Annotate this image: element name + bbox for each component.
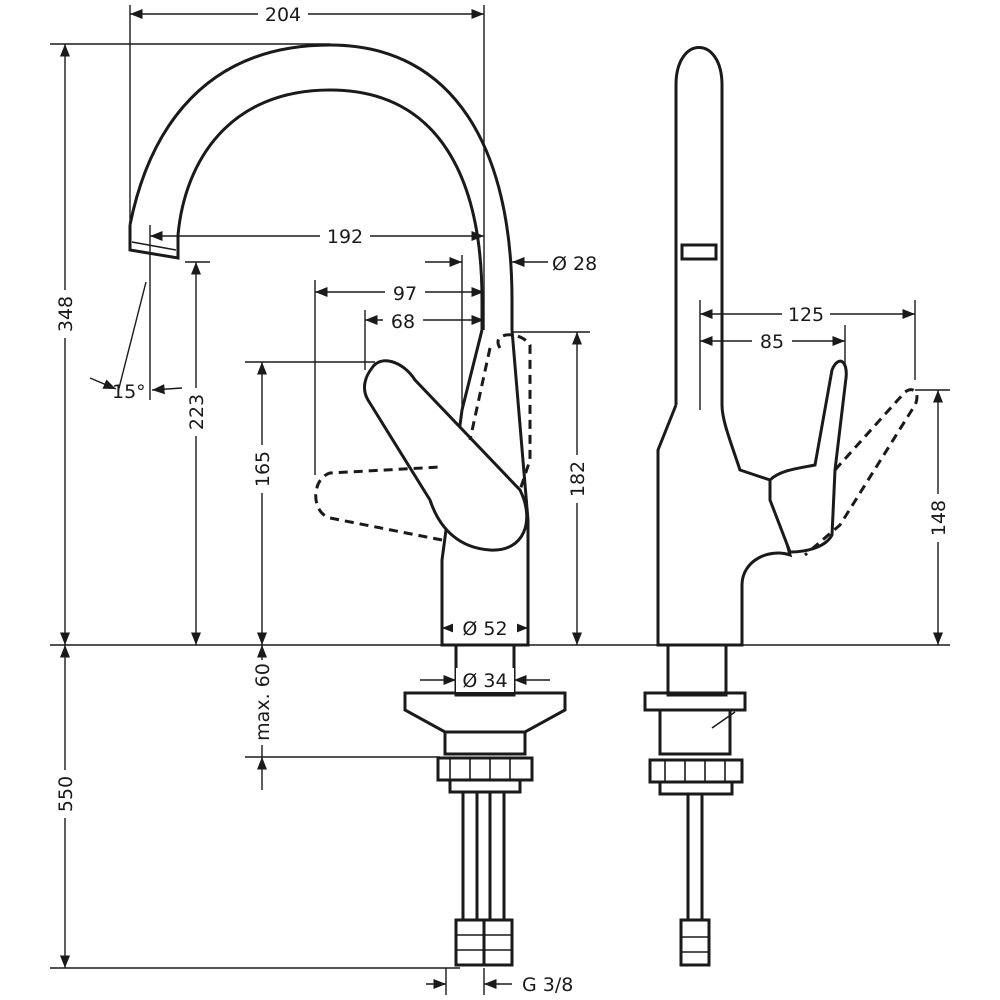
label-192: 192 [327, 226, 363, 248]
side-handle [768, 359, 848, 554]
front-handle-alt-left [314, 465, 443, 542]
label-dia-52: Ø 52 [462, 618, 507, 640]
label-348: 348 [55, 296, 77, 332]
front-supply-hoses [454, 790, 514, 967]
label-223: 223 [186, 394, 208, 430]
front-spout-tip [128, 225, 180, 260]
label-68: 68 [391, 311, 415, 333]
side-shank [666, 643, 728, 697]
front-handle-alt-up [468, 333, 532, 491]
side-hose [686, 792, 704, 922]
label-165: 165 [252, 451, 274, 487]
label-max-60: max. 60 [252, 663, 274, 741]
label-dia-28: Ø 28 [552, 253, 597, 275]
label-148: 148 [928, 500, 950, 536]
side-nut [648, 758, 744, 784]
label-125: 125 [788, 304, 824, 326]
side-view [643, 46, 919, 967]
front-mounting-plate [403, 691, 567, 734]
label-85: 85 [760, 331, 784, 353]
label-182: 182 [567, 461, 589, 497]
front-handle [363, 359, 529, 552]
label-angle-15: 15° [112, 381, 146, 403]
front-view [128, 43, 567, 967]
dimension-labels: 204 348 550 192 Ø 28 97 68 15° 223 165 1… [55, 2, 950, 996]
label-204: 204 [265, 4, 301, 26]
side-handle-alt [804, 388, 919, 557]
label-thread-g38: G 3/8 [522, 974, 573, 996]
label-550: 550 [55, 776, 77, 812]
label-97: 97 [393, 283, 417, 305]
side-spout [674, 46, 724, 405]
side-body [656, 404, 793, 647]
label-dia-34: Ø 34 [462, 670, 507, 692]
front-spout [128, 43, 514, 330]
dimension-lines [50, 5, 950, 995]
front-nut [436, 756, 534, 782]
